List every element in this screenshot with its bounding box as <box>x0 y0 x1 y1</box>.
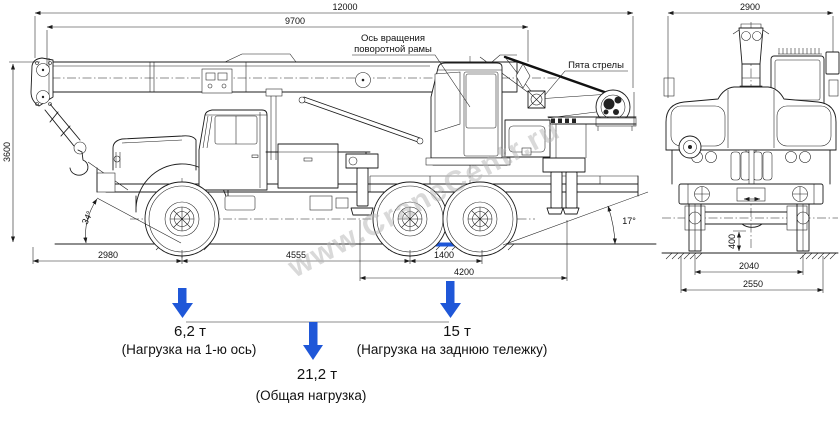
dim-front-width-top: 2900 <box>740 2 760 12</box>
front-wheel <box>144 181 220 257</box>
truck-chassis <box>96 88 639 213</box>
side-view-dimensions: 12000 9700 3600 2980 4555 1400 4200 <box>2 2 634 281</box>
dim-track: 2040 <box>739 261 759 271</box>
front-axle-load-value: 6,2 т <box>174 323 206 340</box>
dim-boom-length: 9700 <box>285 16 305 26</box>
dim-front-width-bottom: 2550 <box>743 279 763 289</box>
boom <box>52 53 518 94</box>
dim-bogie-base: 1400 <box>434 250 454 260</box>
dim-outrigger-base: 4200 <box>454 267 474 277</box>
rear-bogie-load-value: 15 т <box>443 323 471 340</box>
approach-angle-value: 34° <box>80 209 95 226</box>
outriggers <box>345 153 586 216</box>
front-view-drawing <box>661 22 840 260</box>
front-outrigger <box>356 167 369 207</box>
callouts: Ось вращения поворотной рамы Пята стрелы <box>352 33 628 108</box>
rear-bogie-ground-bar <box>397 242 503 247</box>
dim-height: 3600 <box>2 142 12 162</box>
front-axle-load-caption: (Нагрузка на 1-ю ось) <box>122 342 257 357</box>
departure-angle-value: 17° <box>622 216 636 226</box>
hook-icon <box>69 149 89 176</box>
departure-angle: 17° <box>502 191 649 246</box>
rear-outrigger-2 <box>565 171 578 209</box>
rear-wheel-1 <box>372 181 448 257</box>
total-load-value: 21,2 т <box>297 366 337 383</box>
boom-tip-and-hook <box>30 57 129 191</box>
boom-heel-label: Пята стрелы <box>568 60 624 71</box>
crane-cab <box>425 62 511 166</box>
hook-sheave <box>73 141 87 155</box>
wheels <box>144 181 518 257</box>
front-view-dimensions: 2900 400 2040 2550 <box>667 2 834 293</box>
rear-wheel-2 <box>442 181 518 257</box>
dim-front-overhang: 2980 <box>98 250 118 260</box>
total-load-arrow <box>303 322 323 360</box>
dim-clearance: 400 <box>727 234 737 249</box>
rear-bogie-load-arrow <box>440 281 461 318</box>
load-annotations: 6,2 т (Нагрузка на 1-ю ось) 15 т (Нагруз… <box>122 281 548 403</box>
side-view-drawing: 34° 17° <box>30 53 657 258</box>
total-load-caption: (Общая нагрузка) <box>256 388 367 403</box>
rear-outrigger-1 <box>550 171 563 209</box>
front-axle-load-arrow <box>172 288 193 318</box>
rotation-axis-label-line1: Ось вращения <box>361 33 425 44</box>
dim-total-length: 12000 <box>332 2 357 12</box>
boom-lift-cylinder <box>298 96 424 145</box>
dim-wheelbase: 4555 <box>286 250 306 260</box>
rear-bogie-load-caption: (Нагрузка на заднюю тележку) <box>357 342 548 357</box>
rotation-axis-label-line2: поворотной рамы <box>354 44 432 55</box>
